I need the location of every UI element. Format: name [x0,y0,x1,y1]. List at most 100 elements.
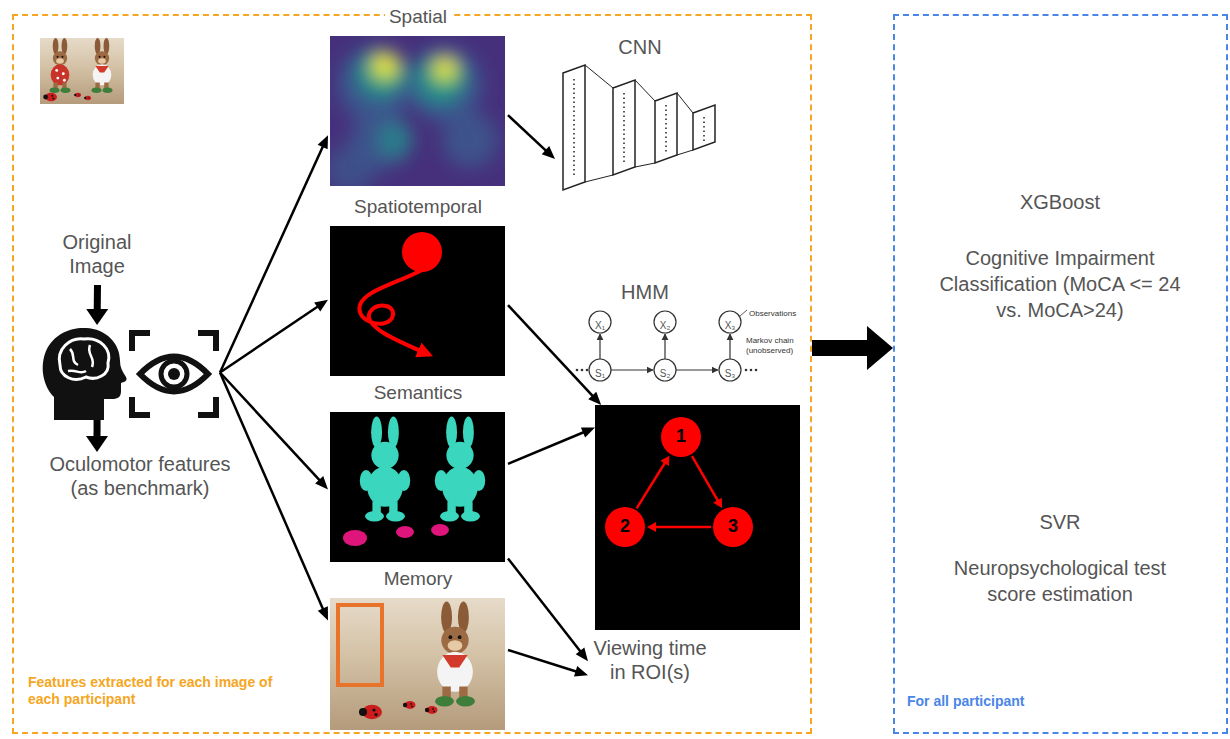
arrow-head [588,392,601,405]
arrow-head [86,436,108,452]
scanpath-image [330,226,505,376]
feature-map: Semantics [328,382,508,564]
text-slot: Markov chain (unobserved) [746,336,800,357]
text-slot: XGBoost [905,190,1215,214]
image-node: Original Image [30,35,165,285]
connector-line [220,373,322,483]
text-slot: Cognitive Impairment Classification (MoC… [930,245,1190,323]
memory-image [330,598,505,730]
connector-line [653,526,711,529]
connector [812,326,893,370]
text-slot: 1 [661,426,701,448]
feature-map: Spatial [328,6,508,188]
variable-label: X₁ [595,320,605,332]
node-label: Oculomotor features (as benchmark) [40,452,240,500]
text-slot: X₁ [590,315,610,333]
variable-label: S₂ [660,368,671,380]
cnn-icon [563,65,715,190]
variable-label: X₂ [660,320,671,332]
connector-line [508,431,587,464]
text-slot: S₂ [655,363,675,381]
task-title: XGBoost [1020,190,1100,214]
node-label: Viewing time in ROI(s) [588,636,712,684]
connector-line [220,144,324,373]
feature-map: Memory [328,568,508,732]
output-node: Viewing time in ROI(s) [588,636,712,692]
panel-note: Features extracted for each image of eac… [28,674,278,708]
text-slot: S₃ [720,363,740,381]
variable-label: S₃ [725,368,736,380]
text-slot: Memory [328,568,508,591]
text-slot: CNN [555,35,725,59]
connector-line [508,650,579,672]
connector-line [220,305,320,373]
connector-line [508,305,595,398]
task-body: Neuropsychological test score estimation [935,555,1185,607]
state-number: 1 [676,426,686,448]
arrow-head [318,606,328,620]
text-slot: Neuropsychological test score estimation [935,555,1185,607]
connector [220,373,328,621]
text-slot: 3 [713,516,753,538]
arrow-head [576,648,588,662]
connector [220,300,328,373]
connector [86,285,108,325]
model-panel: For all participant XGBoostCognitive Impa… [893,14,1228,734]
model-title: HMM [621,280,669,304]
arrow-head [318,135,328,149]
connector [508,650,588,677]
connector [508,115,555,159]
semantic-map [330,412,505,562]
connector [508,305,601,405]
text-slot: X₂ [655,315,675,333]
state-circle: 3 [713,507,753,547]
text-slot: Features extracted for each image of eac… [28,674,278,708]
annotation: Markov chain (unobserved) [746,336,800,355]
viewer-icon [40,325,220,420]
map-title: Spatiotemporal [350,196,486,219]
model-node: CNN [555,35,725,190]
connector-line [637,461,666,508]
connector [647,522,711,532]
viewer-icon-art [43,328,216,420]
arrow-head [574,666,588,676]
variable-label: S₁ [595,368,605,380]
connector-line [812,340,875,356]
task-title: SVR [1039,510,1080,534]
text-slot: Observations [749,302,801,320]
map-title: Spatial [385,6,451,29]
map-title: Memory [380,568,457,591]
connector [508,559,588,662]
feature-map: Spatiotemporal [328,196,508,378]
task-block: SVR Neuropsychological test score estimat… [905,510,1215,625]
state-number: 3 [728,516,738,538]
variable-label: X₃ [725,320,736,332]
text-slot: 2 [605,516,645,538]
annotation: Observations [749,309,796,319]
connector [508,427,595,463]
model-title: CNN [618,35,661,59]
map-title: Semantics [370,382,467,405]
text-slot: Spatial [328,6,508,29]
connector [86,420,108,452]
connector [637,456,670,509]
arrow-head [314,300,328,312]
state-graph: 1 2 3 [595,405,800,630]
hmm-icon [576,310,758,381]
text-slot: HMM [610,280,680,304]
arrow-head [315,476,328,489]
state-circle: 1 [661,417,701,457]
connector [220,373,328,490]
arrow-head [713,498,722,508]
task-block: XGBoostCognitive Impairment Classificati… [905,190,1215,340]
connector-line [220,373,324,613]
connector-line [508,559,582,654]
panel-note: For all participant [907,693,1024,710]
text-slot: Viewing time in ROI(s) [588,636,712,684]
benchmark-node: Oculomotor features (as benchmark) [40,452,240,508]
state-number: 2 [620,516,630,538]
text-slot: Oculomotor features (as benchmark) [40,452,240,500]
text-slot: S₁ [590,363,610,381]
arrow-head [647,522,656,532]
